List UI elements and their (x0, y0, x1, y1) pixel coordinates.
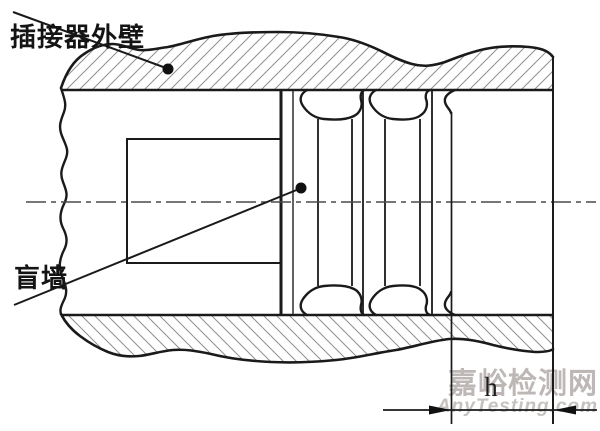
dimension-arrow-right (554, 405, 576, 415)
dimension-h (383, 57, 597, 424)
groove-profile-bottom-1 (299, 284, 366, 317)
leader-blind-wall-dot (295, 182, 307, 194)
dimension-h-label: h (484, 372, 498, 402)
outer-wall-bottom-section (59, 312, 555, 364)
leader-outer-wall-line (12, 11, 167, 69)
leader-blind-wall-line (13, 188, 300, 306)
groove-profile-top-1 (299, 88, 366, 121)
leader-outer-wall (12, 11, 174, 75)
watermark-site-name: 嘉峪检测网 (447, 368, 598, 400)
outer-wall-top-contour (59, 30, 555, 90)
outer-wall-bottom-contour (59, 312, 555, 364)
groove-profile-bottom-2 (368, 284, 432, 317)
groove-profile-top-2 (368, 88, 432, 121)
outer-wall-top-section (59, 30, 555, 92)
leader-blind-wall (13, 182, 307, 306)
outer-wall-bottom-hatch (61, 314, 553, 363)
watermark: 嘉峪检测网 AnyTesting.com (436, 368, 598, 417)
leader-outer-wall-dot (162, 63, 174, 75)
label-blind-wall: 盲墙 (14, 263, 69, 293)
groove-profile-top-right (443, 88, 457, 115)
seal-grooves (299, 88, 457, 317)
outer-wall-top-hatch (61, 32, 553, 90)
groove-profile-bottom-right (443, 290, 457, 317)
blind-wall-rect (126, 138, 282, 264)
watermark-site-url: AnyTesting.com (436, 396, 598, 417)
dimension-arrow-left (429, 405, 451, 415)
label-connector-outer-wall: 插接器外壁 (10, 22, 146, 52)
